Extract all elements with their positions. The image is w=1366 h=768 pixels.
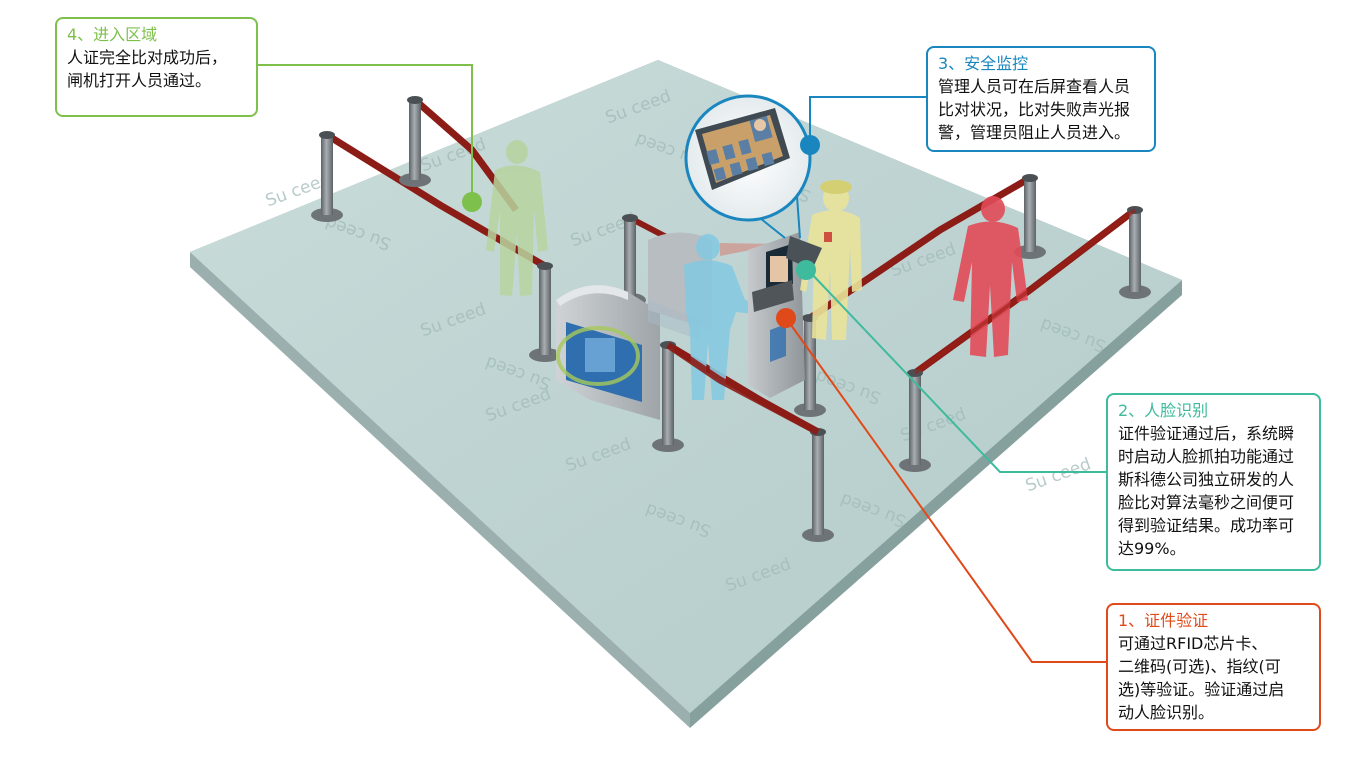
turnstile-gate <box>556 232 712 420</box>
figure-verifying-person <box>684 234 765 400</box>
callout-body: 可通过RFID芯片卡、 二维码(可选)、指纹(可 选)等验证。验证通过启 动人脸… <box>1118 634 1285 722</box>
callout-security-monitoring: 3、安全监控 管理人员可在后屏查看人员 比对状况，比对失败声光报 警，管理员阻止… <box>926 46 1156 152</box>
stanchion-post <box>311 131 343 222</box>
callout-markers <box>462 135 820 328</box>
callout-body: 人证完全比对成功后， 闸机打开人员通过。 <box>67 48 228 90</box>
callout-leader-lines <box>258 64 1106 663</box>
stanchion-post <box>794 314 826 417</box>
stanchion-post <box>1014 174 1046 259</box>
callout-title: 1、证件验证 <box>1118 611 1209 630</box>
figure-entered-person <box>486 140 548 296</box>
callout-title: 2、人脸识别 <box>1118 401 1209 420</box>
callout-title: 3、安全监控 <box>938 54 1029 73</box>
monitor-zoom-view <box>684 94 812 239</box>
marker-step-1 <box>776 308 796 328</box>
callout-body: 证件验证通过后，系统瞬 时启动人脸抓拍功能通过 斯科德公司独立研发的人 脸比对算… <box>1118 424 1295 558</box>
figure-alarm-person <box>953 196 1028 357</box>
rear-monitor <box>786 236 822 270</box>
stanchion-post <box>529 262 561 362</box>
marker-step-2 <box>796 260 816 280</box>
callout-face-recognition: 2、人脸识别 证件验证通过后，系统瞬 时启动人脸抓拍功能通过 斯科德公司独立研发… <box>1106 393 1321 571</box>
callout-enter-area: 4、进入区域 人证完全比对成功后， 闸机打开人员通过。 <box>55 17 258 117</box>
stanchion-post <box>399 96 431 187</box>
marker-step-4 <box>462 192 482 212</box>
marker-step-3 <box>800 135 820 155</box>
callout-title: 4、进入区域 <box>67 25 158 44</box>
verification-kiosk <box>748 232 805 398</box>
barrier-front <box>666 208 1137 436</box>
stanchion-post <box>1119 206 1151 299</box>
watermark-text: Su ceed <box>1023 454 1094 496</box>
floor-platform <box>190 60 1182 728</box>
stanchion-post <box>899 369 931 472</box>
callout-body: 管理人员可在后屏查看人员 比对状况，比对失败声光报 警，管理员阻止人员进入。 <box>938 77 1131 142</box>
callout-id-verification: 1、证件验证 可通过RFID芯片卡、 二维码(可选)、指纹(可 选)等验证。验证… <box>1106 603 1321 731</box>
figure-security-guard <box>800 180 862 340</box>
